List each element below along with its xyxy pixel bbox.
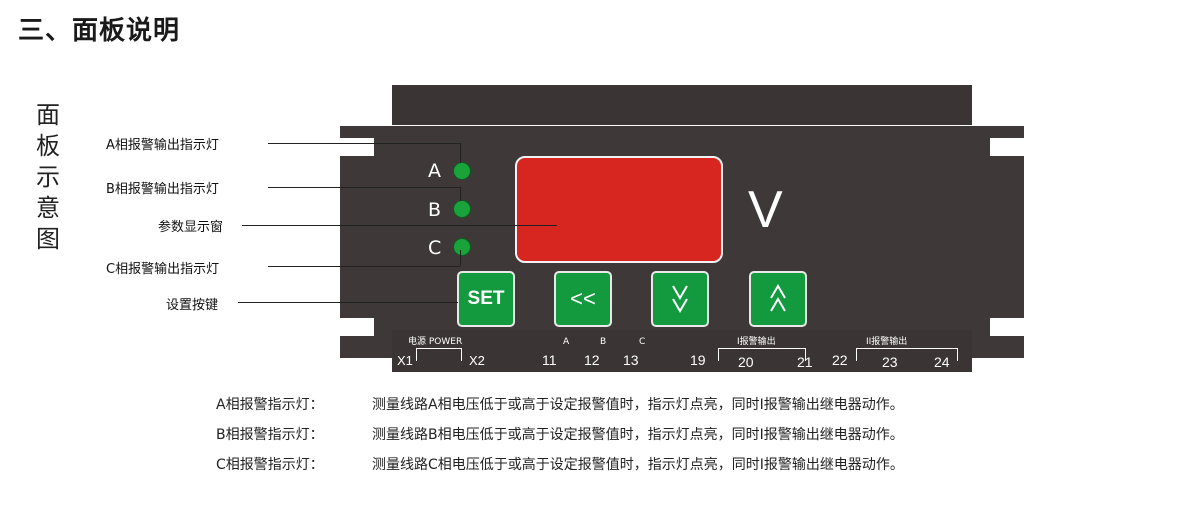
double-down-arrow-icon	[672, 285, 688, 313]
side-label-char: 图	[36, 225, 60, 253]
leader-line	[460, 143, 461, 163]
description-text: 测量线路B相电压低于或高于设定报警值时，指示灯点亮，同时I报警输出继电器动作。	[372, 427, 904, 443]
description-text: 测量线路C相电压低于或高于设定报警值时，指示灯点亮，同时I报警输出继电器动作。	[372, 457, 904, 473]
terminal-box	[856, 348, 958, 361]
mount-notch	[990, 138, 1024, 156]
up-key[interactable]	[749, 271, 807, 327]
set-key[interactable]: SET	[457, 271, 515, 327]
terminal-box	[718, 348, 806, 361]
phase-label-b: B	[600, 337, 607, 347]
leader-line	[268, 187, 460, 188]
unit-label: V	[748, 181, 783, 239]
terminal-24: 24	[934, 354, 950, 370]
leader-line	[242, 225, 557, 226]
double-left-arrow-icon: <<	[570, 286, 596, 311]
description-row-b: B相报警指示灯： 测量线路B相电压低于或高于设定报警值时，指示灯点亮，同时I报警输…	[216, 424, 904, 444]
description-label: B相报警指示灯：	[216, 427, 324, 443]
side-label-char: 面	[36, 101, 60, 129]
down-key[interactable]	[651, 271, 709, 327]
terminal-11: 11	[542, 352, 557, 368]
terminal-x1: X1	[397, 353, 413, 368]
terminal-23: 23	[882, 354, 898, 370]
terminal-13: 13	[623, 352, 639, 368]
terminal-22: 22	[832, 352, 848, 368]
side-label: 面 板 示 意 图	[32, 100, 64, 255]
terminal-12: 12	[584, 352, 600, 368]
led-c-indicator	[453, 238, 471, 256]
mount-notch	[990, 318, 1024, 336]
device-top-bar	[392, 85, 972, 125]
callout-led-c: C相报警输出指示灯	[106, 262, 220, 277]
callout-set-key: 设置按键	[166, 298, 219, 313]
description-row-c: C相报警指示灯： 测量线路C相电压低于或高于设定报警值时，指示灯点亮，同时I报警输…	[216, 454, 904, 474]
page-title: 三、面板说明	[18, 16, 181, 46]
leader-line	[268, 143, 460, 144]
description-label: A相报警指示灯：	[216, 397, 324, 413]
leader-line	[460, 187, 461, 201]
terminal-x2: X2	[469, 353, 485, 368]
terminal-box	[416, 348, 462, 361]
mount-notch	[340, 138, 374, 156]
led-label-b: B	[428, 199, 442, 221]
description-label: C相报警指示灯：	[216, 457, 324, 473]
side-label-char: 示	[36, 163, 60, 191]
terminal-strip	[392, 330, 972, 372]
led-label-c: C	[428, 237, 442, 259]
callout-led-a: A相报警输出指示灯	[106, 138, 219, 153]
description-row-a: A相报警指示灯： 测量线路A相电压低于或高于设定报警值时，指示灯点亮，同时I报警输…	[216, 394, 904, 414]
leader-line	[238, 302, 458, 303]
power-label: 电源 POWER	[408, 337, 463, 347]
terminal-19: 19	[690, 352, 706, 368]
phase-label-c: C	[639, 337, 646, 347]
terminal-21: 21	[797, 354, 813, 370]
parameter-display-window	[515, 156, 723, 263]
phase-label-a: A	[563, 337, 570, 347]
side-label-char: 意	[36, 194, 60, 222]
led-label-a: A	[428, 160, 441, 182]
terminal-20: 20	[738, 354, 754, 370]
callout-display-window: 参数显示窗	[158, 220, 224, 235]
leader-line	[460, 250, 461, 266]
leader-line	[268, 266, 460, 267]
mount-notch	[340, 318, 374, 336]
alarm2-output-label: II报警输出	[866, 337, 908, 347]
description-text: 测量线路A相电压低于或高于设定报警值时，指示灯点亮，同时I报警输出继电器动作。	[372, 397, 904, 413]
callout-led-b: B相报警输出指示灯	[106, 182, 219, 197]
side-label-char: 板	[36, 132, 60, 160]
led-a-indicator	[453, 162, 471, 180]
alarm1-output-label: I报警输出	[737, 337, 776, 347]
shift-left-key[interactable]: <<	[554, 271, 612, 327]
double-up-arrow-icon	[770, 284, 786, 312]
led-b-indicator	[453, 200, 471, 218]
